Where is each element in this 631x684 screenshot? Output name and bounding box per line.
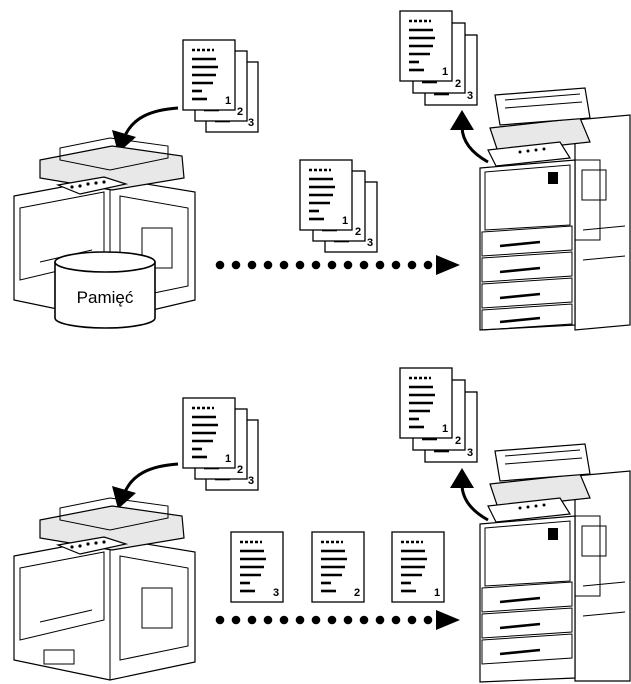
flow-dot xyxy=(247,615,257,625)
flow-dot xyxy=(423,260,433,270)
separate-page: 3 xyxy=(231,532,283,602)
stack-number: 2 xyxy=(237,464,243,476)
flow-dot xyxy=(407,615,417,625)
document-stack-top-transfer: 3 2 1 xyxy=(300,160,377,252)
stack-number: 3 xyxy=(467,90,473,102)
stack-number: 1 xyxy=(225,453,231,465)
flow-dot xyxy=(343,615,353,625)
flow-dot xyxy=(215,260,225,270)
flow-dot xyxy=(295,260,305,270)
curved-arrow-up-icon xyxy=(450,110,489,164)
stack-number: 1 xyxy=(442,66,448,78)
document-stack-bottom-source: 3 2 1 xyxy=(183,398,258,490)
flow-dot xyxy=(343,260,353,270)
stack-number: 2 xyxy=(237,106,243,118)
dotted-arrow-icon xyxy=(215,610,460,630)
flow-dot xyxy=(359,615,369,625)
curved-arrow-up-icon xyxy=(450,468,489,522)
page-number: 3 xyxy=(273,587,279,599)
document-stack-top-output: 3 2 1 xyxy=(400,11,477,105)
document-stack-bottom-output: 3 2 1 xyxy=(400,368,477,462)
flow-dot xyxy=(311,260,321,270)
separate-page: 2 xyxy=(312,532,364,602)
document-stack-top-source: 3 2 1 xyxy=(183,40,258,132)
flow-dot xyxy=(359,260,369,270)
separate-page: 1 xyxy=(392,532,444,602)
stack-number: 2 xyxy=(455,78,461,90)
flow-dot xyxy=(263,615,273,625)
stack-number: 2 xyxy=(355,226,361,238)
stack-number: 2 xyxy=(455,435,461,447)
flow-dot xyxy=(391,615,401,625)
flow-dot xyxy=(423,615,433,625)
stack-number: 3 xyxy=(467,447,473,459)
page-number: 2 xyxy=(354,587,360,599)
flow-dot xyxy=(279,260,289,270)
flow-dot xyxy=(247,260,257,270)
memory-storage-icon: Pamięć xyxy=(54,251,156,329)
flow-dot xyxy=(375,260,385,270)
flow-dot xyxy=(375,615,385,625)
flow-dot xyxy=(295,615,305,625)
flow-dot xyxy=(327,615,337,625)
small-printer-icon xyxy=(13,497,196,681)
flow-dot xyxy=(311,615,321,625)
stack-number: 3 xyxy=(248,117,254,129)
curved-arrow-icon xyxy=(112,462,179,509)
stack-number: 3 xyxy=(367,237,373,249)
flow-dot xyxy=(231,615,241,625)
arrowhead-icon xyxy=(436,610,460,630)
large-printer-icon xyxy=(479,87,631,331)
memory-label: Pamięć xyxy=(77,288,134,307)
page-number: 1 xyxy=(434,587,440,599)
dotted-arrow-icon xyxy=(215,255,460,275)
flow-dot xyxy=(263,260,273,270)
stack-number: 1 xyxy=(442,423,448,435)
large-printer-icon xyxy=(479,443,631,683)
arrowhead-icon xyxy=(436,255,460,275)
stack-number: 1 xyxy=(342,215,348,227)
flow-dot xyxy=(215,615,225,625)
flow-dot xyxy=(407,260,417,270)
stack-number: 1 xyxy=(225,95,231,107)
flow-dot xyxy=(279,615,289,625)
stack-number: 3 xyxy=(248,475,254,487)
flow-dot xyxy=(231,260,241,270)
flow-dot xyxy=(327,260,337,270)
flow-dot xyxy=(391,260,401,270)
